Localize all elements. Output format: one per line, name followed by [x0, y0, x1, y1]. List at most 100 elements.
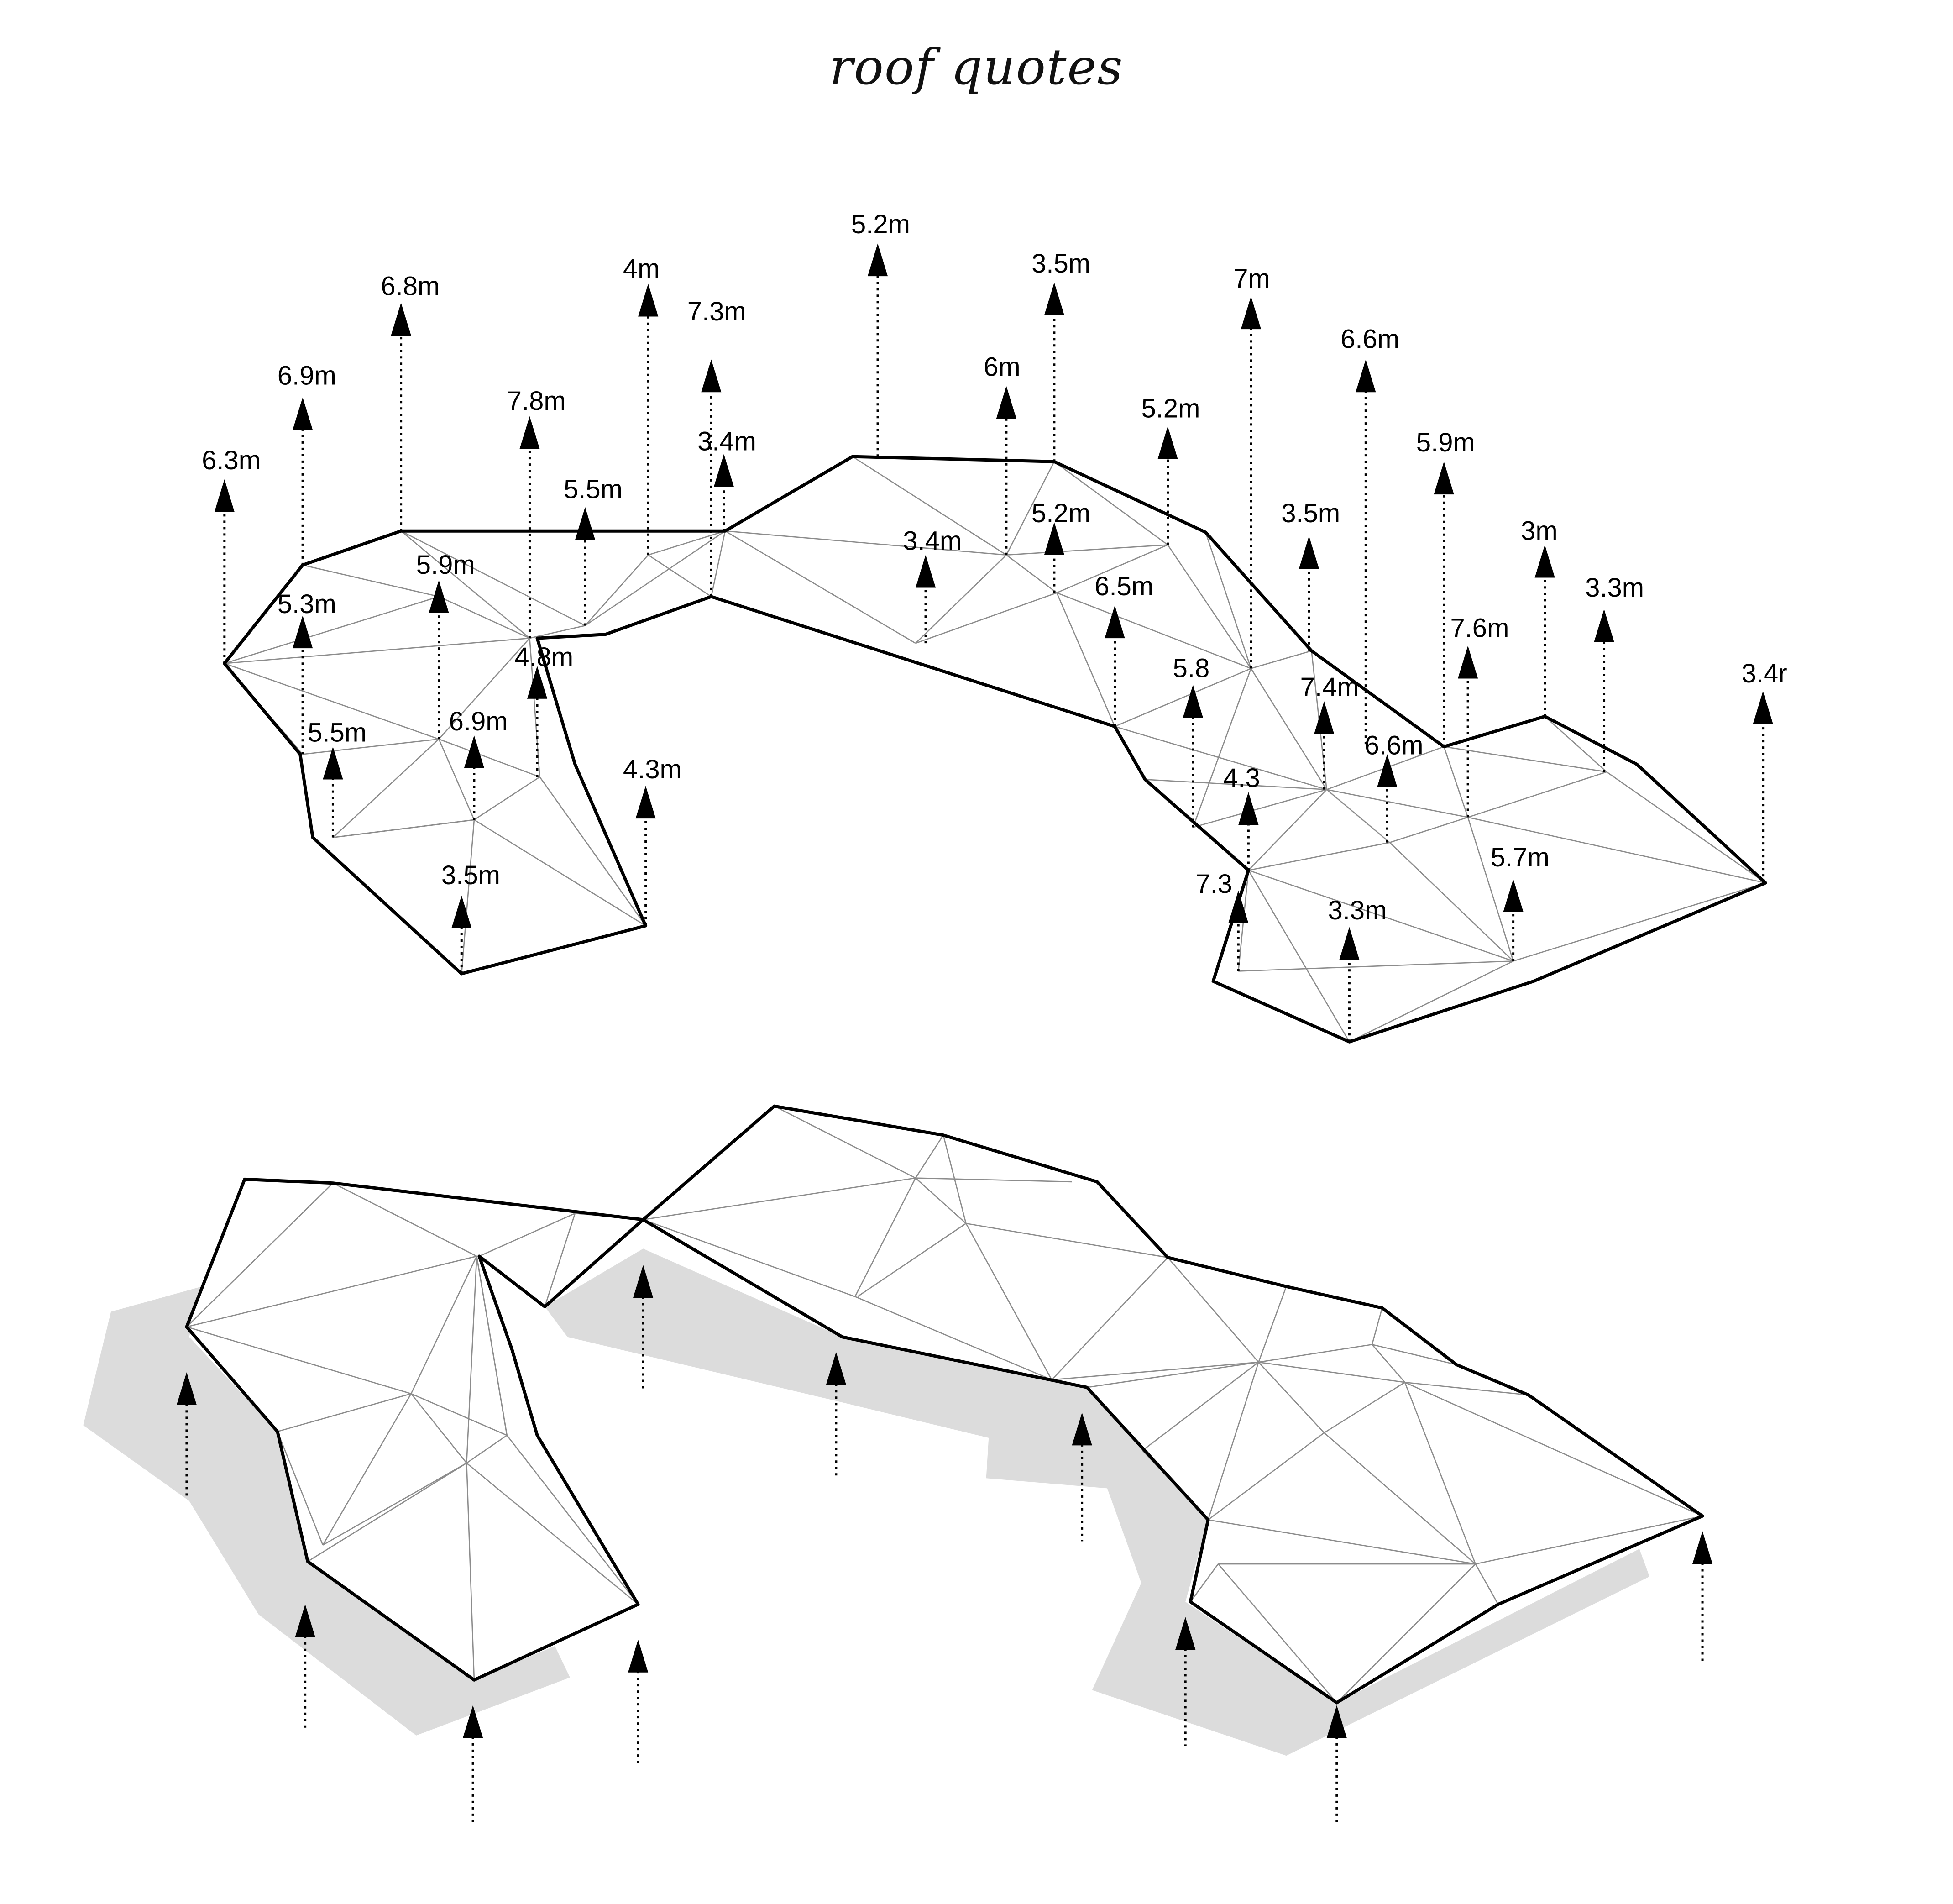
- arrow-head-icon: [575, 507, 596, 540]
- arrow-head-icon: [1356, 359, 1376, 393]
- mesh-edge: [186, 1326, 412, 1395]
- mesh-edge: [1056, 544, 1168, 593]
- height-callout: 3.5m: [441, 860, 500, 974]
- height-callout: 6.5m: [1094, 572, 1153, 727]
- arrow-head-icon: [295, 1604, 315, 1637]
- height-label: 5.8: [1173, 654, 1210, 683]
- arrow-head-icon: [323, 746, 343, 780]
- height-callout: 5.7m: [1491, 843, 1550, 961]
- arrow-head-icon: [519, 416, 540, 449]
- mesh-edge: [1349, 960, 1514, 1043]
- mesh-edge: [400, 530, 530, 639]
- mesh-edge: [1208, 1432, 1325, 1521]
- mesh-edge: [1115, 726, 1327, 790]
- height-callout: 6.9m: [449, 707, 508, 820]
- mesh-edge: [474, 776, 540, 821]
- mesh-edge: [1544, 716, 1607, 772]
- height-label: 6.6m: [1365, 730, 1424, 760]
- height-callout: 3.3m: [1585, 573, 1644, 772]
- arrow-head-icon: [1105, 605, 1125, 639]
- mesh-edge: [942, 1135, 967, 1224]
- arrow-head-icon: [1072, 1412, 1092, 1446]
- height-label: 7.6m: [1450, 613, 1509, 643]
- height-label: 6.9m: [278, 361, 336, 391]
- arrow-head-icon: [633, 1265, 654, 1298]
- mesh-edge: [1258, 1362, 1325, 1433]
- height-callout: 3.4r: [1742, 659, 1787, 883]
- arrow-head-icon: [713, 454, 734, 487]
- mesh-edge: [774, 1105, 916, 1179]
- mesh-edge: [1389, 842, 1514, 962]
- mesh-edge: [1467, 817, 1766, 884]
- mesh-edge: [332, 1182, 477, 1257]
- height-label: 4m: [623, 254, 660, 283]
- height-label: 4.3m: [623, 755, 682, 784]
- height-label: 6.3m: [202, 446, 261, 475]
- mesh-edge: [1372, 1344, 1457, 1365]
- mesh-edge: [585, 530, 726, 626]
- mesh-edge: [1326, 789, 1468, 818]
- mesh-edge: [1372, 1344, 1405, 1383]
- height-label: 5.3m: [278, 589, 336, 619]
- height-label: 5.5m: [564, 474, 623, 504]
- mesh-edge: [1056, 592, 1251, 669]
- diagram-title: roof quotes: [829, 39, 1124, 96]
- height-callout: 6m: [984, 352, 1021, 555]
- arrow-head-icon: [915, 555, 936, 588]
- height-label: 7m: [1233, 264, 1270, 294]
- mesh-edge: [1193, 789, 1327, 828]
- mesh-edge: [1218, 1563, 1337, 1703]
- mesh-edge: [1052, 1361, 1259, 1381]
- mesh-edge: [854, 1178, 916, 1297]
- mesh-edge: [411, 1393, 508, 1436]
- mesh-edge: [1207, 1362, 1259, 1520]
- mesh-edge: [479, 1212, 576, 1257]
- mesh-edge: [302, 738, 439, 755]
- mesh-edge: [1192, 668, 1252, 828]
- arrow-head-icon: [214, 479, 235, 512]
- height-label: 3m: [1521, 516, 1558, 546]
- mesh-edge: [1054, 461, 1168, 545]
- support-arrow: [1175, 1617, 1196, 1746]
- mesh-edge: [466, 1463, 475, 1680]
- height-callout: 6.9m: [278, 361, 336, 565]
- height-callout: 5.9m: [1416, 428, 1475, 747]
- mesh-edge: [1238, 960, 1513, 972]
- mesh-edge: [1324, 1382, 1405, 1433]
- arrow-head-icon: [1238, 792, 1259, 825]
- mesh-edge: [1142, 1362, 1259, 1451]
- mesh-edge: [1248, 870, 1514, 962]
- arrow-head-icon: [1534, 545, 1555, 578]
- height-callout: 3m: [1521, 516, 1558, 717]
- arrow-head-icon: [1434, 462, 1454, 495]
- height-label: 3.3m: [1328, 896, 1387, 925]
- arrow-head-icon: [391, 303, 411, 336]
- mesh-edge: [466, 1435, 508, 1464]
- mesh-edge: [725, 530, 916, 644]
- support-arrow: [463, 1705, 483, 1826]
- support-arrow: [633, 1265, 654, 1393]
- arrow-head-icon: [1326, 1705, 1347, 1738]
- mesh-edge: [1006, 554, 1058, 593]
- arrow-head-icon: [1314, 701, 1335, 734]
- mesh-edge: [1475, 1515, 1703, 1565]
- mesh-edge: [277, 1431, 324, 1546]
- mesh-edge: [1114, 668, 1251, 727]
- height-label: 3.5m: [441, 860, 500, 890]
- height-label: 3.5m: [1281, 498, 1340, 528]
- height-callout: 7.3: [1195, 869, 1249, 971]
- mesh-edge: [332, 739, 440, 838]
- mesh-edge: [966, 1222, 1168, 1258]
- height-callout: 5.3m: [278, 589, 336, 755]
- mesh-edge: [1250, 668, 1327, 790]
- support-arrows: [176, 1265, 1713, 1826]
- mesh-edge: [1258, 1344, 1372, 1363]
- mesh-edge: [1190, 1563, 1219, 1602]
- height-callout: 7m: [1233, 264, 1270, 669]
- mesh-edge: [1258, 1361, 1405, 1383]
- mesh-edge: [410, 1256, 477, 1394]
- height-label: 5.7m: [1491, 843, 1550, 872]
- mesh-edge: [1324, 1432, 1476, 1565]
- support-arrow: [1072, 1412, 1092, 1542]
